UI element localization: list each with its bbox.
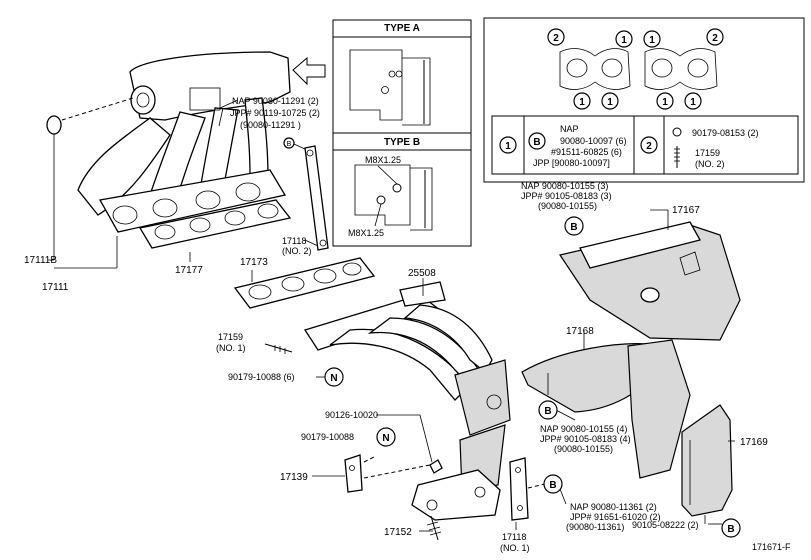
gasket-row2-line-3: (NO. 2) [695,159,725,169]
label-17173: 17173 [240,257,268,268]
heat-insulator-17167-drawing [559,221,741,341]
gasket-marker-top-4: 2 [712,33,718,44]
label-17169: 17169 [740,437,768,448]
label-17139: 17139 [280,472,308,483]
label-17168: 17168 [566,326,594,337]
gasket-row1-sub-marker: B [533,137,540,148]
intake-manifold-drawing [46,51,326,233]
gasket-row1-line-3: #91511-60825 (6) [551,147,622,157]
gasket-marker-top-2: 1 [621,35,627,46]
label-90105-08222: 90105-08222 (2) [632,520,699,530]
manifold-note-2: JPP# 90119-10725 (2) [230,108,320,118]
heat-insulator-17168-drawing [521,339,691,479]
mid-b-note-2: JPP# 90105-08183 (4) [540,434,631,444]
type-b-title: TYPE B [384,137,420,148]
nut-90179-10088-drawing [429,459,443,474]
gasket-row1-line-1: NAP [560,124,579,134]
heat-insulator-17169-drawing [681,404,733,517]
type-a-title: TYPE A [384,23,420,34]
label-17152: 17152 [384,527,412,538]
gasket-row1-line-4: JPP [90080-10097] [533,158,610,168]
gasket-marker-bottom-4: 1 [690,97,696,108]
marker-b-bottom [721,518,741,538]
gasket-marker-top-3: 1 [649,35,655,46]
figure-code: 171671-F [752,542,791,552]
marker-b-upper [564,216,584,236]
marker-b-bottom-label: B [727,524,734,535]
marker-b-upper-label: B [570,222,577,233]
label-17159-a: 17159 [218,332,243,342]
gasket-marker-bottom-2: 1 [607,97,613,108]
marker-n-1 [324,367,344,387]
marker-b-mid-label: B [544,406,551,417]
gasket-row2-line-2: 17159 [695,148,720,158]
manifold-note-3: (90080-11291 ) [240,120,301,130]
marker-n-2 [376,427,396,447]
mid-b-note-3: (90080-10155) [554,444,613,454]
exhaust-manifold-drawing [303,281,511,521]
part-labels: NAP 90080-11291 (2) JPP# 90119-10725 (2)… [24,96,791,553]
marker-b-mid [538,400,558,420]
type-b-bolt-lower: M8X1.25 [348,228,384,238]
gasket-marker-bottom-3: 1 [662,97,668,108]
gasket-marker-bottom-1: 1 [579,97,585,108]
low-b-note-2: JPP# 91651-61020 (2) [570,512,661,522]
stud-17152-drawing [426,515,442,541]
type-b-inset: TYPE B M8X1.25 M8X1.25 [332,132,472,247]
label-17177: 17177 [175,265,203,276]
label-17118-no2-b: (NO. 2) [282,246,312,256]
gasket-row1-line-2: 90080-10097 (6) [560,136,627,146]
upper-b-note-2: JPP# 90105-08183 (3) [521,191,612,201]
label-17111b: 17111B [24,255,57,266]
manifold-note-1: NAP 90080-11291 (2) [232,96,319,106]
bracket-17118-no1-drawing [509,457,546,521]
gasket-row2-line-1: 90179-08153 (2) [692,128,759,138]
upper-b-note-3: (90080-10155) [538,201,597,211]
bracket-17139-drawing [344,454,441,493]
label-17118-no2-a: 17118 [282,236,306,246]
label-17111: 17111 [42,282,69,293]
bracket-17118-no2-drawing: B [283,137,329,251]
gasket-17173-drawing [233,257,376,309]
gasket-17177-drawing [138,199,292,249]
type-a-inset: TYPE A [332,19,472,134]
svg-text:B: B [287,141,292,148]
gasket-row2-marker: 2 [646,141,652,152]
gasket-row1-marker: 1 [505,141,511,152]
label-17118-no1-a: 17118 [502,532,526,542]
label-90179-10088: 90179-10088 [301,432,354,442]
label-17167: 17167 [672,205,700,216]
low-b-note-1: NAP 90080-11361 (2) [570,502,657,512]
gasket-marker-top-1: 2 [553,33,559,44]
label-25508: 25508 [408,268,436,279]
marker-b-low-label: B [549,480,556,491]
label-17118-no1-b: (NO. 1) [500,543,530,553]
label-17159-b: (NO. 1) [216,343,246,353]
low-b-note-3: (90080-11361) [566,522,624,532]
marker-group: N N B B B B [324,216,741,538]
type-b-bolt-upper: M8X1.25 [365,155,401,165]
upper-b-note-1: NAP 90080-10155 (3) [521,181,608,191]
label-90179-10088-6: 90179-10088 (6) [228,372,295,382]
stud-17159-no1-drawing [264,343,293,354]
mid-b-note-1: NAP 90080-10155 (4) [540,424,627,434]
marker-b-low [543,474,563,494]
marker-n-1-label: N [330,373,337,384]
marker-n-2-label: N [382,433,389,444]
gasket-detail-box: 2 1 1 2 1 1 1 1 1 B NAP 90080-10097 (6) … [483,17,805,183]
label-90126-10020: 90126-10020 [325,410,378,420]
